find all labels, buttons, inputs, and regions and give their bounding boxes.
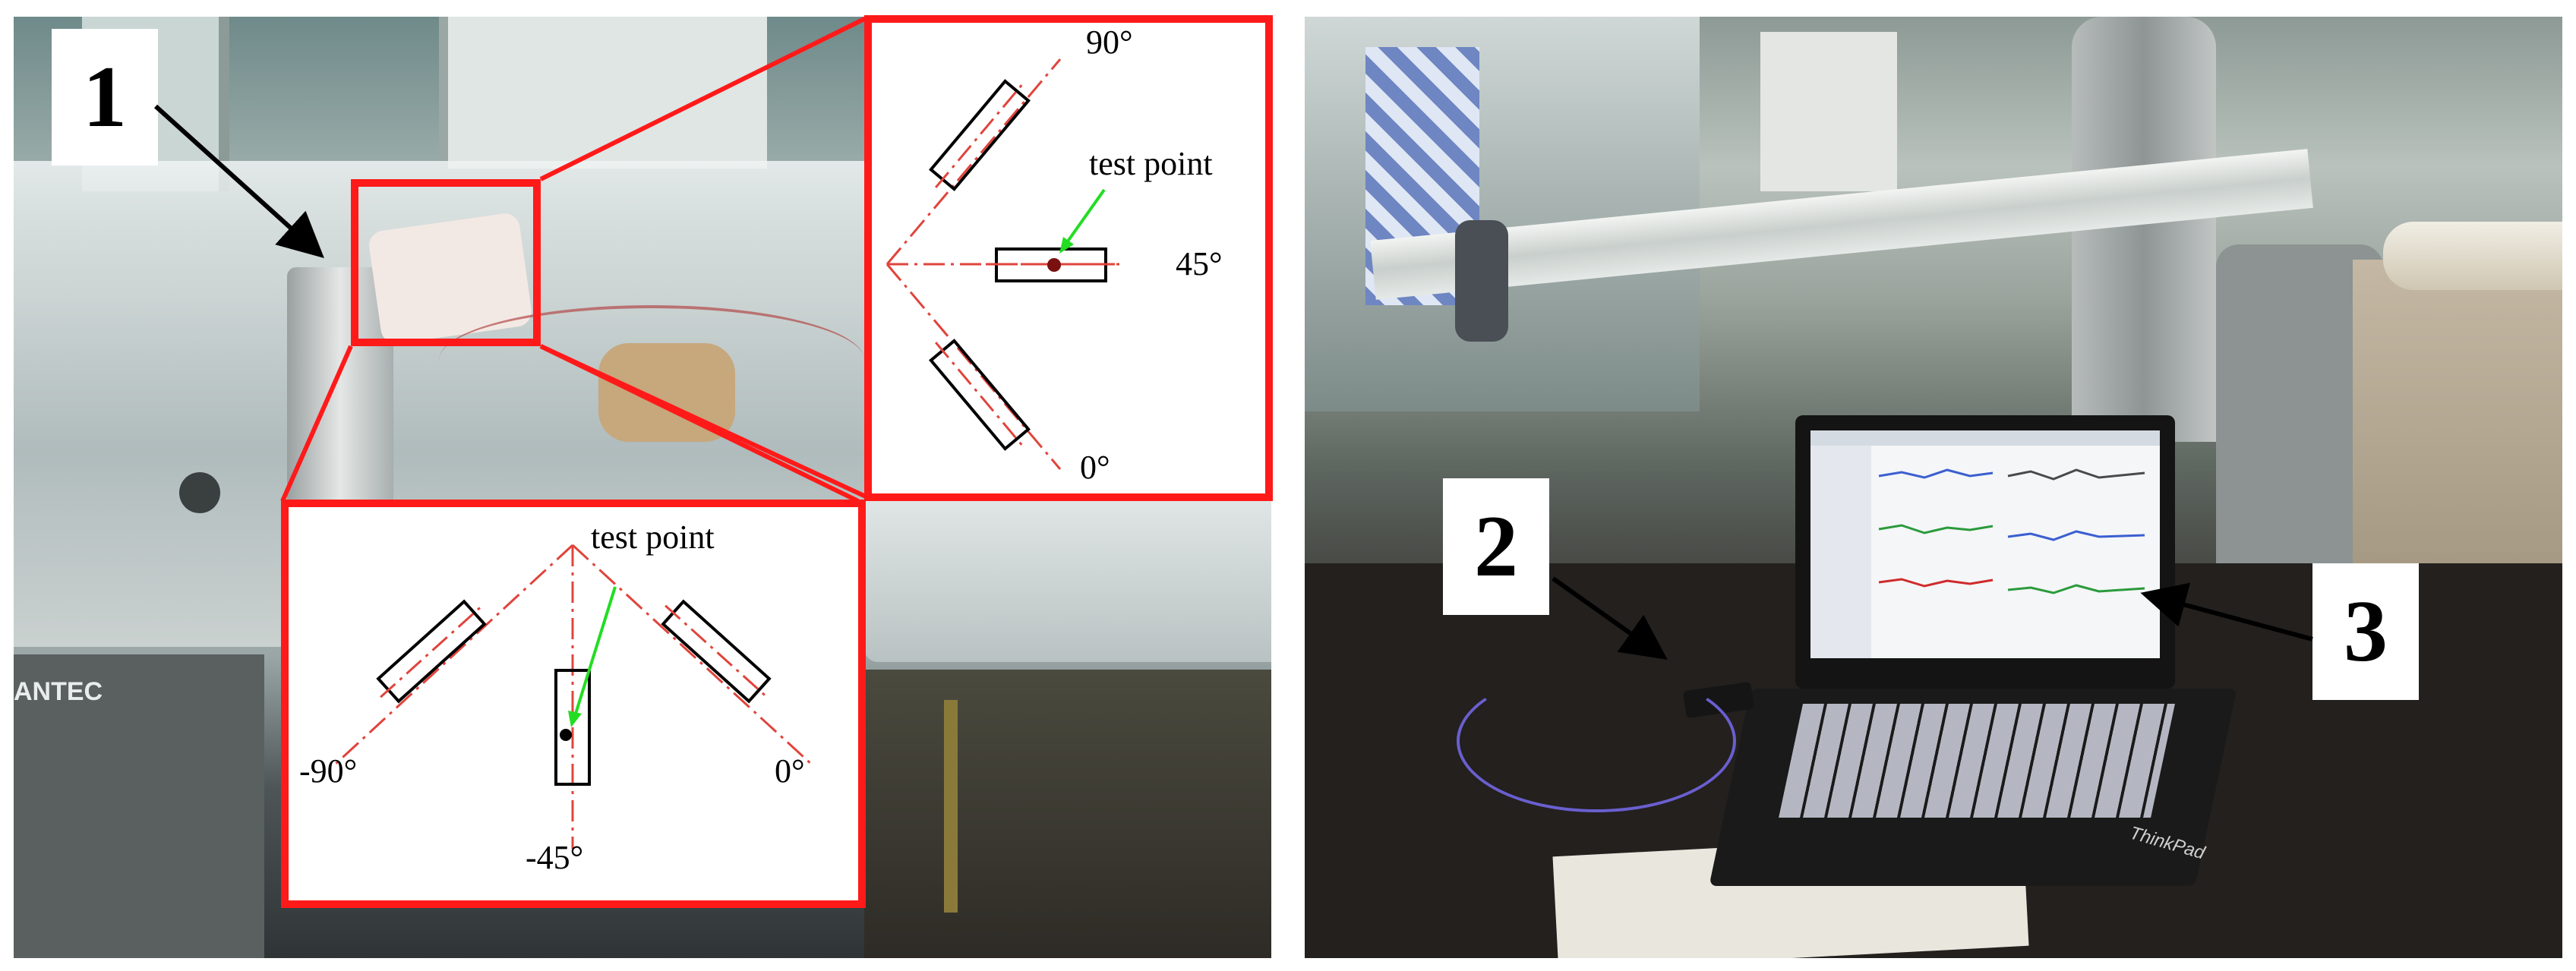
cabinet-text: ANTEC: [14, 677, 103, 706]
angle-label-90: 90°: [1086, 24, 1133, 61]
callout-label-1: 1: [52, 29, 158, 166]
highlight-box: [351, 179, 541, 346]
test-point-label-bottom: test point: [591, 519, 715, 556]
screen-signal-plots: [1810, 430, 2160, 658]
floor-area: [864, 670, 1271, 958]
callout-label-2: 2: [1443, 478, 1549, 615]
equipment-cabinet: [14, 654, 264, 958]
grey-tarp: [2072, 17, 2216, 442]
back-cabinet: [1760, 32, 1897, 191]
support-knob: [179, 472, 220, 513]
angle-label-minus45: -45°: [526, 839, 584, 876]
angle-label-45: 45°: [1176, 245, 1223, 282]
test-point-pointer: [1064, 188, 1106, 246]
drain-tube: [944, 700, 958, 913]
gauge-0-bottom: [661, 599, 772, 704]
inset-gauge-bottom: test point -90° 0° -45°: [281, 500, 866, 908]
gauge-minus45: [554, 669, 591, 786]
angle-label-minus90: -90°: [299, 752, 358, 790]
gauge-0: [929, 339, 1031, 451]
usb-cable: [1457, 670, 1736, 812]
test-point-pointer-bottom: [574, 586, 617, 714]
pipe-wall-highlight: [864, 487, 1271, 662]
inset-gauge-top: 90° test point 45° 0°: [864, 15, 1273, 501]
test-point-label-top: test point: [1089, 145, 1213, 182]
sensor-wires: [439, 305, 864, 415]
gauge-minus90: [376, 599, 487, 704]
callout-label-3: 3: [2312, 563, 2419, 700]
gauge-90: [929, 79, 1031, 191]
gauge-45: [986, 247, 1122, 282]
pipe-flange-right: [1455, 220, 1508, 342]
pipe-far-right: [2383, 222, 2562, 290]
angle-label-0-top: 0°: [1080, 449, 1110, 486]
angle-label-0-bottom: 0°: [775, 752, 805, 790]
